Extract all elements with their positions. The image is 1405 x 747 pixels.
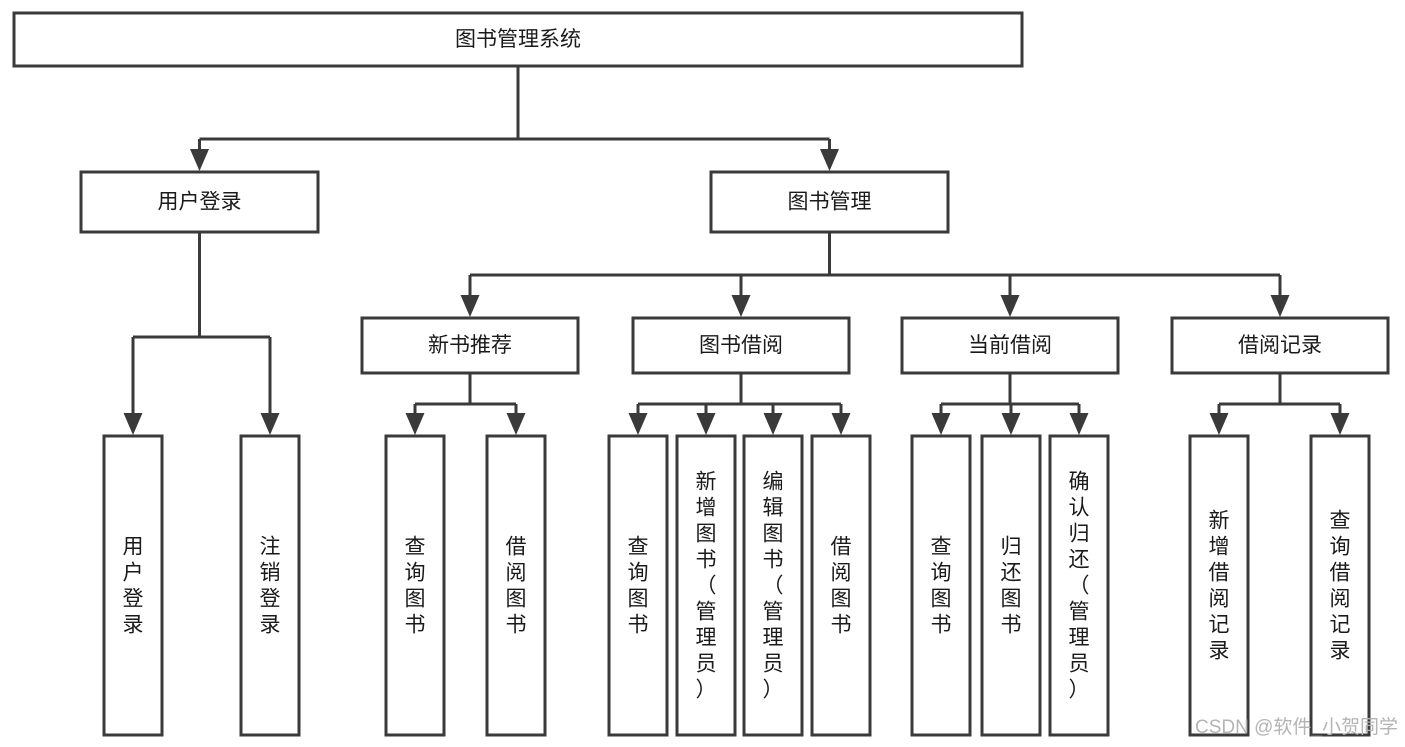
node-book-borrow[interactable]: 图书借阅 — [631, 316, 851, 375]
edges-layer — [123, 66, 1350, 435]
node-leaf-edit-book[interactable]: 编辑图书（管理员） — [742, 434, 804, 737]
edge-current-borrow-bus — [931, 373, 1089, 435]
node-label: 当前借阅 — [968, 334, 1052, 357]
node-leaf-confirm-return[interactable]: 确认归还（管理员） — [1048, 434, 1110, 737]
node-label: 借阅图书 — [831, 536, 852, 637]
node-label: 用户登录 — [158, 191, 242, 214]
node-label: 注销登录 — [260, 536, 281, 637]
node-book-management[interactable]: 图书管理 — [709, 170, 950, 234]
edge-book-management-bus — [460, 232, 1290, 317]
node-root[interactable]: 图书管理系统 — [12, 11, 1024, 68]
node-new-book-recommend[interactable]: 新书推荐 — [360, 316, 580, 375]
node-leaf-add-borrow-record[interactable]: 新增借阅记录 — [1188, 434, 1250, 737]
edge-root-bus — [190, 66, 839, 171]
node-label: 图书借阅 — [699, 334, 783, 357]
node-leaf-query-borrow-record[interactable]: 查询借阅记录 — [1309, 434, 1371, 737]
node-borrow-record[interactable]: 借阅记录 — [1170, 316, 1390, 375]
node-label: 归还图书 — [1001, 536, 1022, 637]
node-leaf-query-book-current[interactable]: 查询图书 — [910, 434, 972, 737]
node-leaf-query-book-recommend[interactable]: 查询图书 — [384, 434, 446, 737]
node-label: 确认归还（管理员） — [1069, 471, 1090, 702]
csdn-watermark: CSDN @软件_小贺同学 — [1195, 716, 1398, 738]
node-label: 查询图书 — [405, 536, 426, 637]
node-label: 用户登录 — [123, 536, 144, 637]
edge-new-book-recommend-bus — [405, 373, 526, 435]
node-leaf-borrow-book[interactable]: 借阅图书 — [810, 434, 872, 737]
node-label: 新增借阅记录 — [1209, 510, 1230, 663]
node-label: 借阅图书 — [506, 536, 527, 637]
node-label: 查询图书 — [931, 536, 952, 637]
edge-borrow-record-bus — [1209, 373, 1350, 435]
node-label: 借阅记录 — [1238, 334, 1322, 357]
node-label: 查询图书 — [628, 536, 649, 637]
nodes-layer: 图书管理系统用户登录图书管理新书推荐图书借阅当前借阅借阅记录用户登录注销登录查询… — [12, 11, 1390, 737]
edge-book-borrow-bus — [628, 373, 851, 435]
node-leaf-return-book[interactable]: 归还图书 — [980, 434, 1042, 737]
node-leaf-add-book[interactable]: 新增图书（管理员） — [675, 434, 737, 737]
node-current-borrow[interactable]: 当前借阅 — [900, 316, 1120, 375]
node-leaf-borrow-book-recommend[interactable]: 借阅图书 — [485, 434, 547, 737]
node-user-login[interactable]: 用户登录 — [79, 170, 320, 234]
edge-user-login-bus — [123, 232, 280, 435]
node-label: 编辑图书（管理员） — [763, 471, 784, 702]
node-label: 新书推荐 — [428, 334, 512, 357]
node-label: 图书管理系统 — [455, 28, 581, 51]
node-leaf-logout[interactable]: 注销登录 — [239, 434, 301, 737]
node-label: 查询借阅记录 — [1330, 510, 1351, 663]
node-leaf-query-book-borrow[interactable]: 查询图书 — [607, 434, 669, 737]
node-label: 新增图书（管理员） — [696, 471, 717, 702]
node-leaf-user-login[interactable]: 用户登录 — [102, 434, 164, 737]
node-label: 图书管理 — [788, 191, 872, 214]
